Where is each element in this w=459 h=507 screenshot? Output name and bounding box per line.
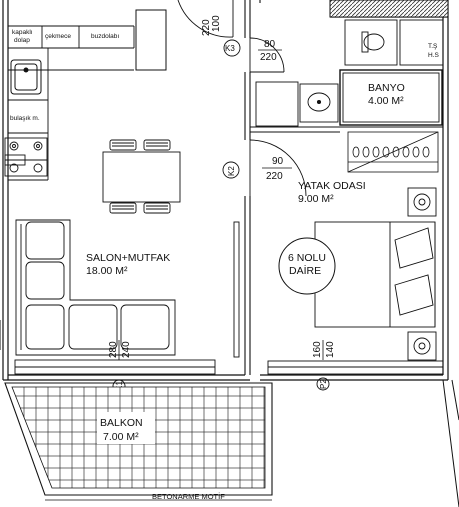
- balkon-name: BALKON: [100, 417, 143, 429]
- entry-door-width: 100: [211, 15, 222, 32]
- banyo-label-box: [355, 78, 427, 108]
- door-k3-height: 220: [260, 52, 277, 63]
- kitchen-counter: [8, 9, 167, 181]
- apartment-number-line2: DAİRE: [289, 264, 321, 277]
- interior-walls: [244, 0, 443, 375]
- door-k3-width: 80: [264, 39, 276, 50]
- sofa-icon: [15, 219, 176, 356]
- window-p2-width: 160: [312, 341, 323, 358]
- window-p2-icon: [267, 360, 444, 391]
- door-k1-icon: [14, 359, 216, 393]
- balkon-area: 7.00 M²: [103, 431, 139, 443]
- entry-door-height: 220: [201, 19, 212, 36]
- kitchen-label-kapakli: kapaklı: [12, 29, 33, 36]
- window-p2-height: 140: [325, 341, 336, 358]
- hatched-slab: [329, 0, 449, 18]
- banyo-area: 4.00 M²: [368, 95, 404, 107]
- structural-edges: [0, 320, 459, 507]
- door-k3-icon: [223, 37, 285, 73]
- door-k2-height: 220: [266, 171, 283, 182]
- toilet-label-hs: H.S: [428, 52, 440, 59]
- dining-table-icon: [102, 139, 181, 214]
- door-k3-tag: K3: [225, 44, 235, 53]
- kitchen-label-buzdolabi: buzdolabı: [91, 33, 119, 40]
- yatak-area: 9.00 M²: [298, 193, 334, 205]
- bathroom-fixtures: [255, 19, 444, 127]
- radiator-icon: [347, 131, 439, 173]
- sink-icon: [10, 59, 42, 95]
- exterior-walls: [2, 0, 449, 381]
- door-k2-icon: [222, 139, 307, 197]
- yatak-name: YATAK ODASI: [298, 180, 366, 192]
- door-k2-tag: K2: [227, 166, 236, 176]
- entry-door-icon: [177, 0, 234, 38]
- kitchen-label-bulasik: bulaşık m.: [10, 115, 40, 122]
- balcony-outline: [4, 382, 273, 496]
- kitchen-label-cekmece: çekmece: [45, 33, 71, 40]
- door-k1-height: 240: [121, 341, 132, 358]
- salon-label-box: [82, 248, 182, 278]
- banyo-name: BANYO: [368, 82, 405, 94]
- balkon-label-box: [97, 412, 155, 444]
- salon-name: SALON+MUTFAK: [86, 252, 170, 264]
- betonarme-label: BETONARME MOTİF: [152, 492, 225, 501]
- window-p2-tag: P2: [319, 379, 328, 389]
- apartment-number-line1: 6 NOLU: [288, 252, 326, 264]
- kitchen-label-dolap: dolap: [14, 37, 30, 44]
- door-k1-tag: K1: [115, 381, 124, 391]
- door-k1-width: 280: [108, 341, 119, 358]
- stove-icon: [4, 137, 48, 177]
- partition-panel: [233, 221, 240, 358]
- toilet-label-ts: T.Ş: [428, 43, 438, 50]
- door-k2-width: 90: [272, 156, 284, 167]
- salon-area: 18.00 M²: [86, 265, 128, 277]
- apartment-number-circle: [278, 237, 336, 295]
